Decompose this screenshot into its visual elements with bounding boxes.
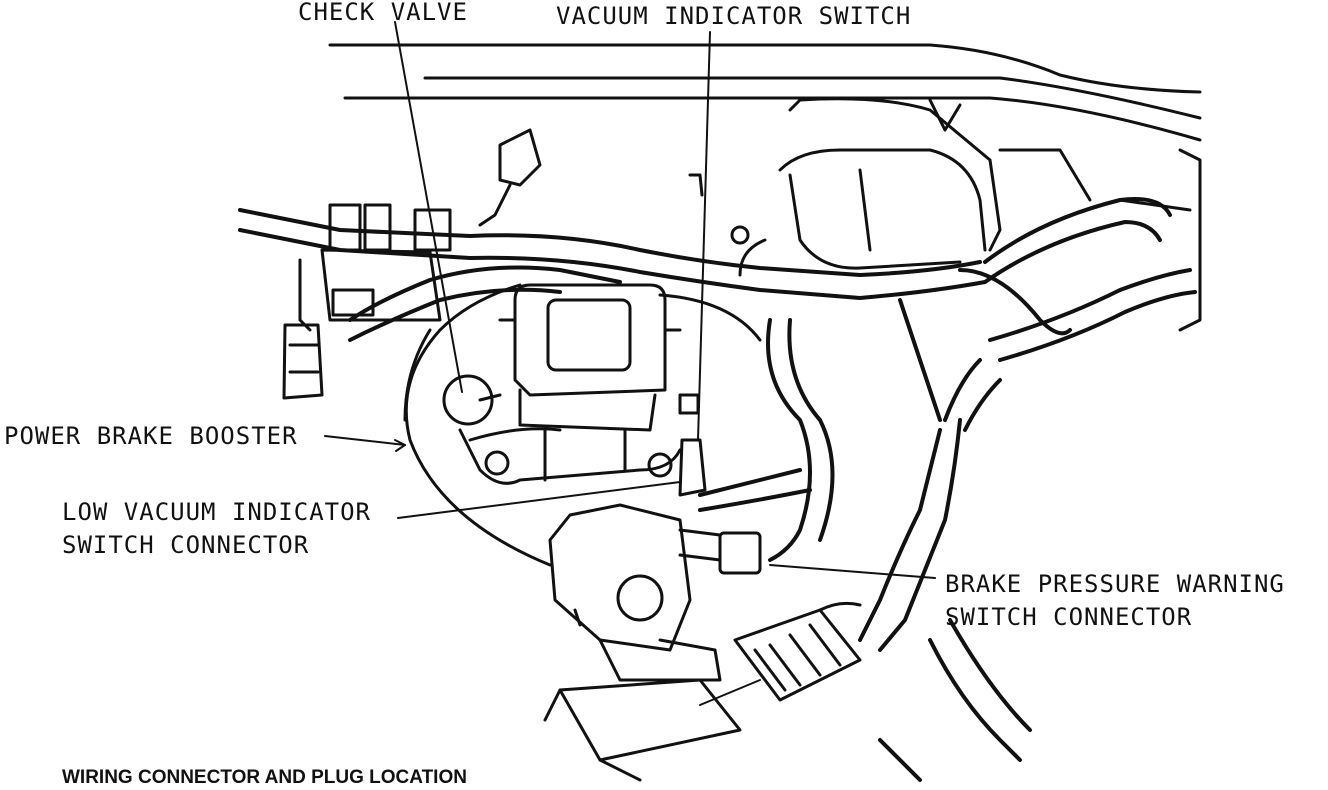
leader-check-valve xyxy=(394,21,463,393)
figure-caption: WIRING CONNECTOR AND PLUG LOCATION xyxy=(62,767,467,788)
booster-front-housing xyxy=(498,283,682,482)
label-low-vacuum-line1: LOW VACUUM INDICATOR xyxy=(62,498,371,526)
upper-left-connectors xyxy=(282,128,542,400)
leader-brake-pressure xyxy=(769,564,936,579)
leader-low-vacuum xyxy=(397,481,681,519)
label-check-valve: CHECK VALVE xyxy=(298,0,468,26)
power-brake-booster xyxy=(403,283,762,567)
vacuum-switch-body xyxy=(678,173,750,497)
lower-harness xyxy=(698,298,1032,782)
leader-vacuum-switch xyxy=(697,31,711,441)
label-brake-pressure-line1: BRAKE PRESSURE WARNING xyxy=(945,570,1285,598)
leader-booster-arrow xyxy=(394,439,406,452)
label-vacuum-indicator-switch: VACUUM INDICATOR SWITCH xyxy=(556,2,912,30)
brake-pressure-connector xyxy=(733,601,862,702)
upper-harness xyxy=(238,197,1197,362)
proportioning-valve xyxy=(543,503,762,782)
label-low-vacuum-line2: SWITCH CONNECTOR xyxy=(62,531,310,559)
leader-lines xyxy=(324,21,936,706)
leader-lower-plug xyxy=(699,679,761,706)
leader-booster xyxy=(324,435,406,446)
cowl-lines xyxy=(328,43,1202,142)
label-brake-pressure-line2: SWITCH CONNECTOR xyxy=(945,603,1193,631)
label-power-brake-booster: POWER BRAKE BOOSTER xyxy=(4,422,298,450)
master-cylinder-housing xyxy=(738,97,1202,332)
